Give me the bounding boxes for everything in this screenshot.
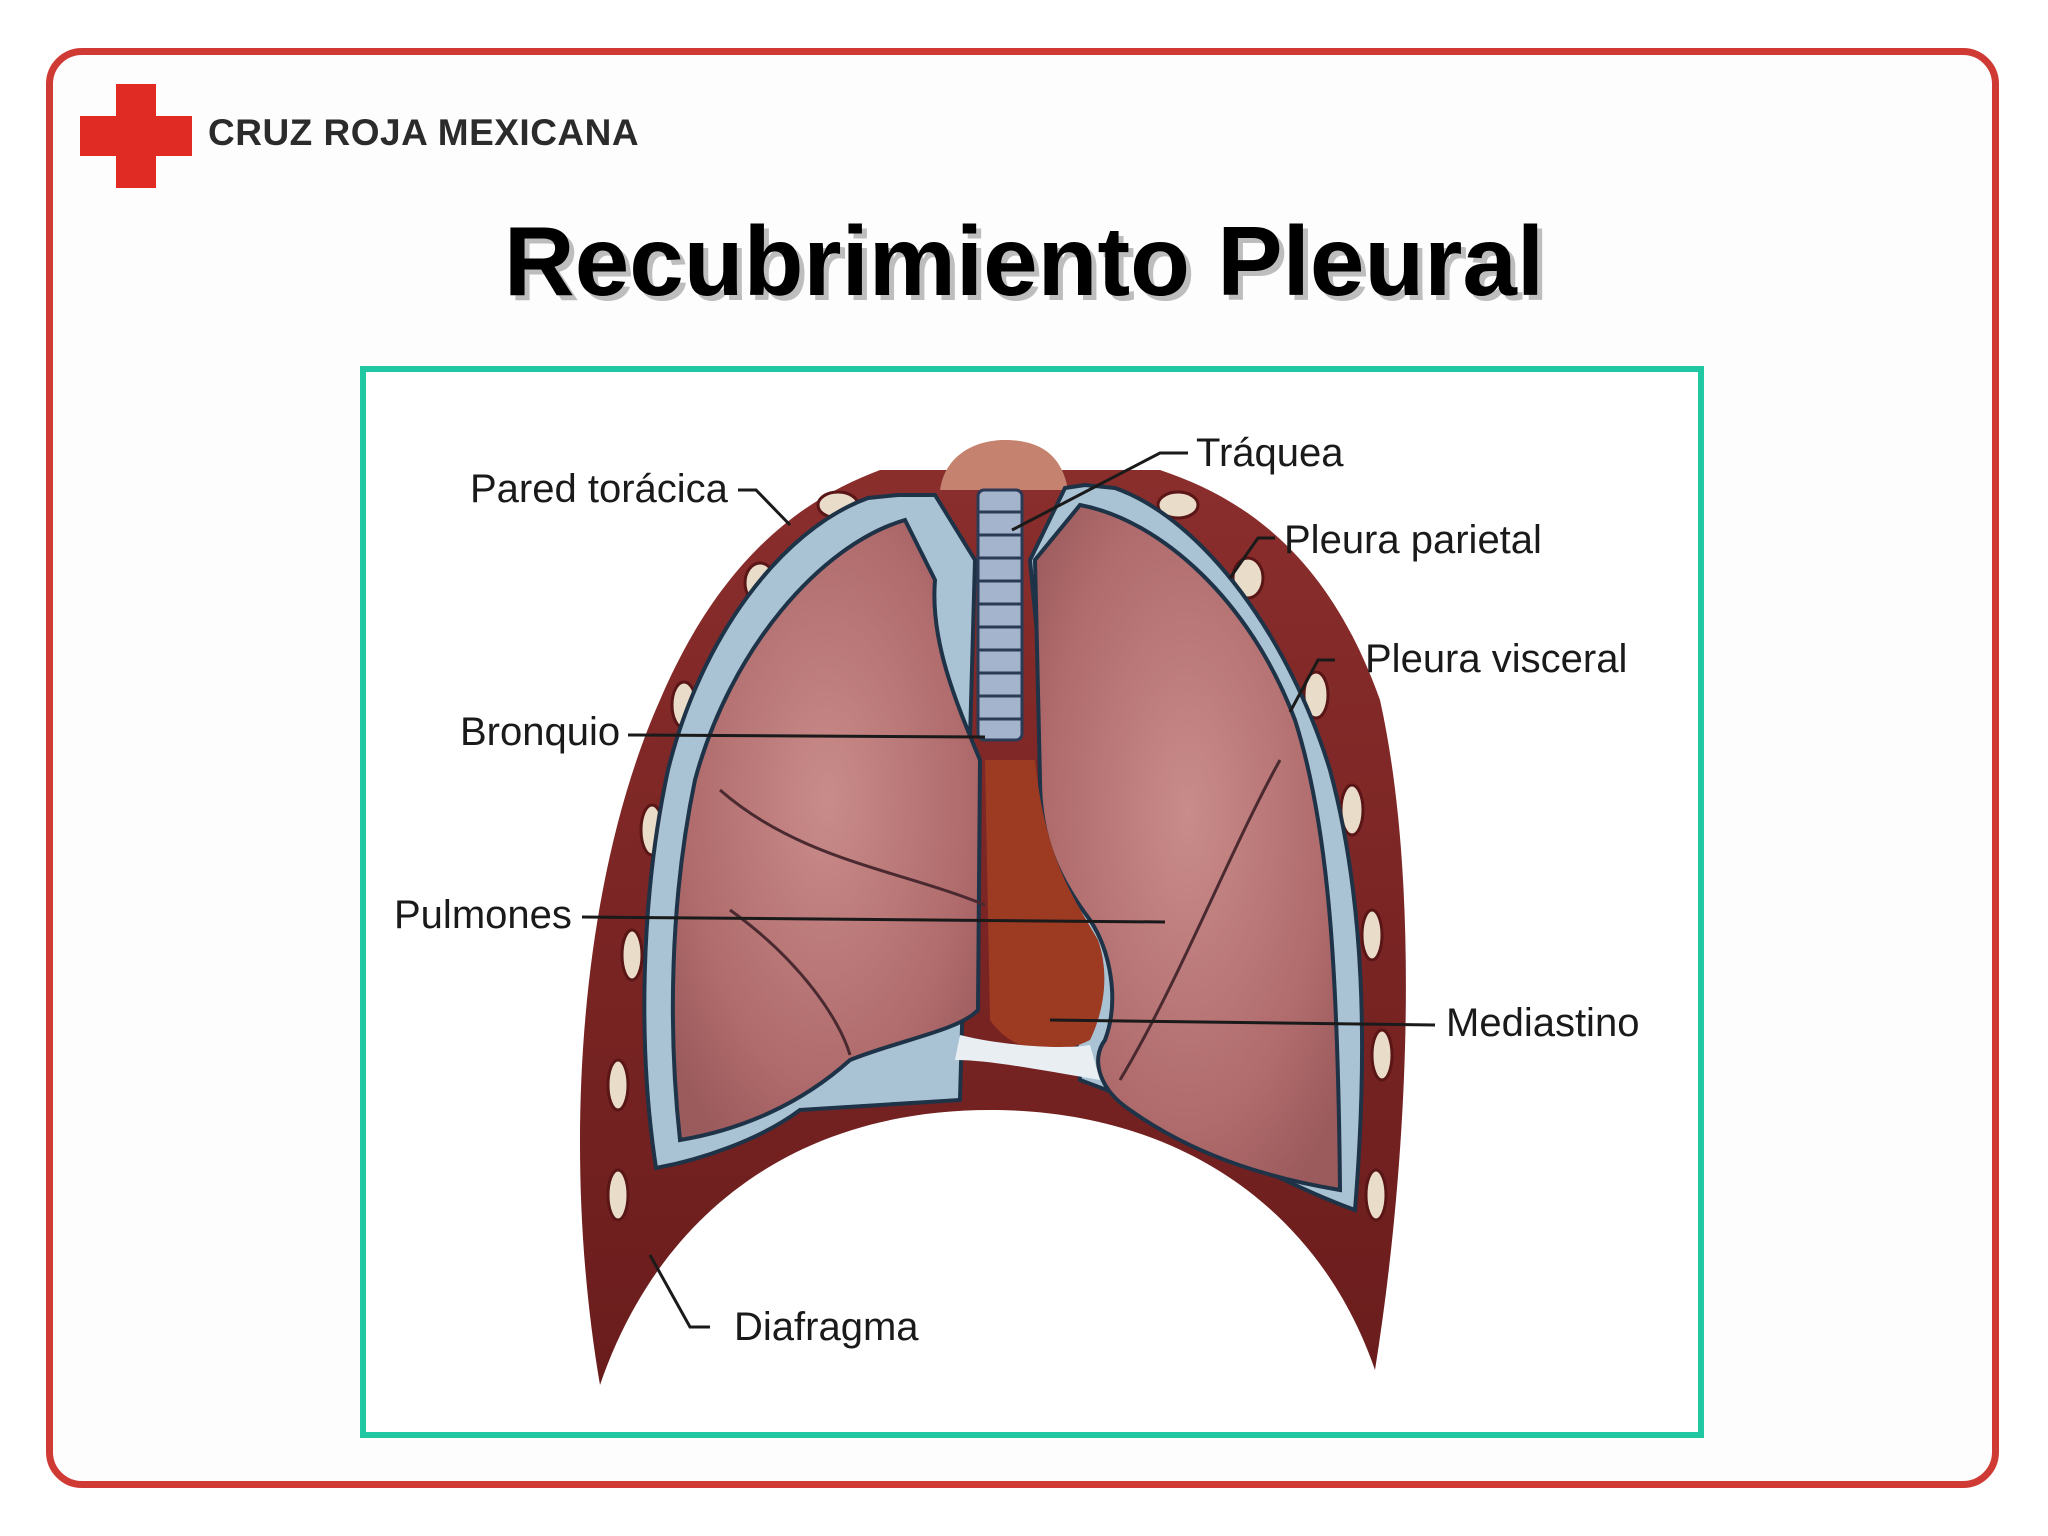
label-pulmones: Pulmones <box>394 893 572 937</box>
label-pared-toracica: Pared torácica <box>470 467 729 511</box>
diaphragm-center <box>955 1035 1100 1080</box>
lung-left <box>670 517 983 1143</box>
mediastinum <box>985 760 1105 1051</box>
label-pleura-visceral: Pleura visceral <box>1365 637 1627 681</box>
label-traquea: Tráquea <box>1196 431 1344 475</box>
leader-lines <box>581 451 1436 1329</box>
rib-cross-sections <box>606 490 1394 1222</box>
slide-title: Recubrimiento Pleural <box>503 206 1545 316</box>
label-bronquio: Bronquio <box>460 710 620 754</box>
red-cross-icon <box>80 84 192 188</box>
label-mediastino: Mediastino <box>1446 1001 1639 1045</box>
trachea <box>976 488 1024 742</box>
label-pleura-parietal: Pleura parietal <box>1284 518 1542 562</box>
organization-name: CRUZ ROJA MEXICANA <box>208 112 640 153</box>
label-diafragma: Diafragma <box>734 1305 919 1349</box>
lung-fissures <box>719 759 1282 1081</box>
neck-tissue <box>940 440 1068 490</box>
